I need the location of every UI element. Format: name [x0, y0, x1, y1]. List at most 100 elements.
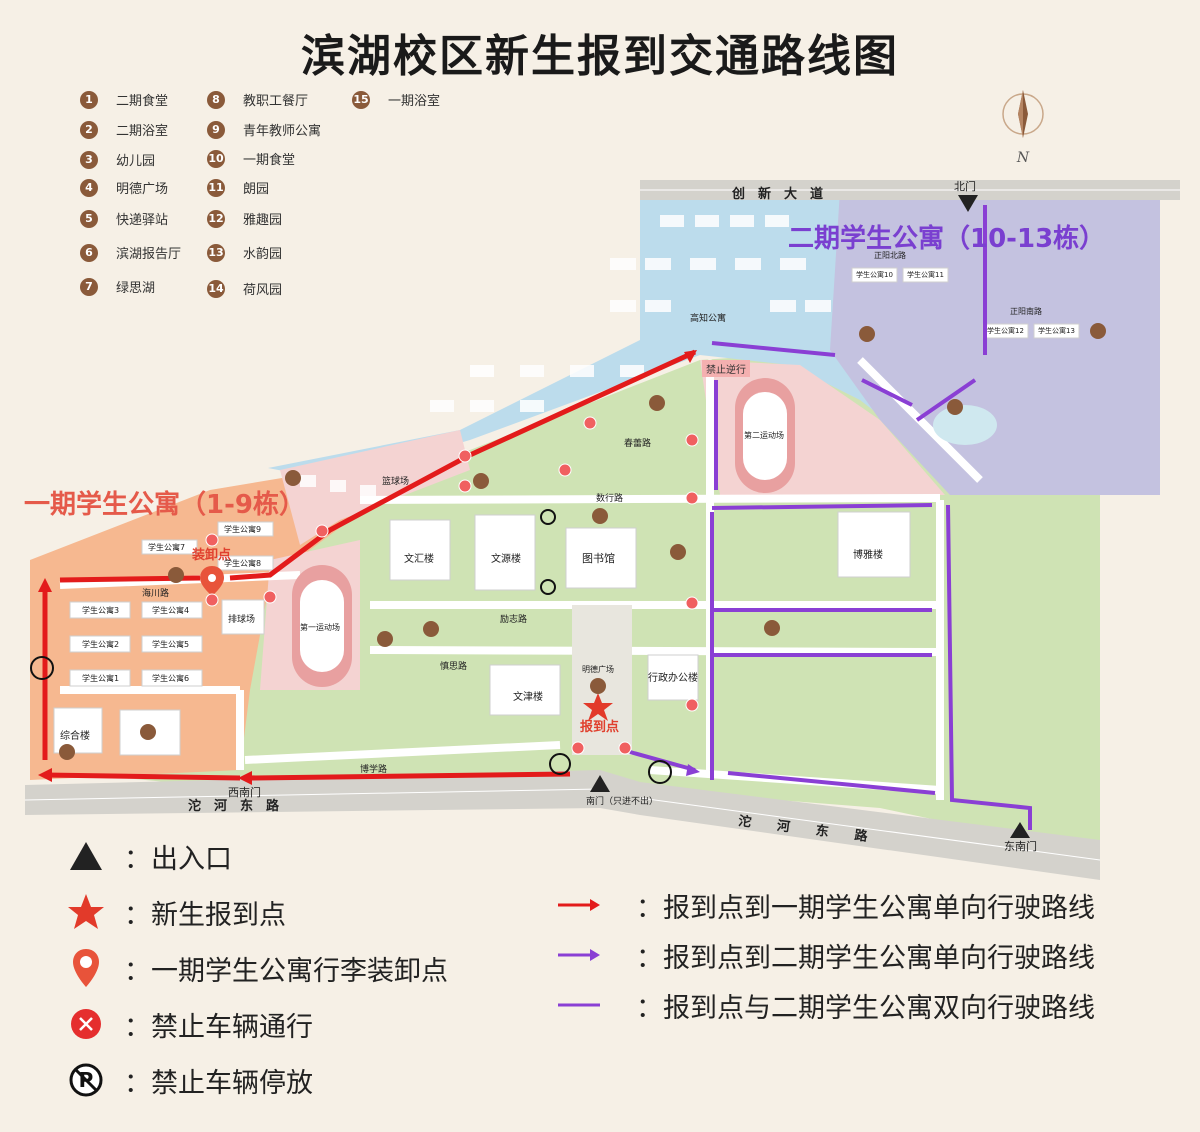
poi-number: 10: [207, 149, 225, 168]
field2-label: 第二运动场: [744, 431, 784, 440]
entrance-southeast-icon: [1010, 822, 1030, 838]
wenhui-label: 文汇楼: [404, 554, 434, 565]
gate-southeast-label: 东南门: [1004, 840, 1037, 853]
dorm10: [851, 267, 898, 283]
poi-number: 13: [207, 243, 225, 262]
dorm-label-11: 学生公寓11: [907, 271, 944, 279]
lake-14: [933, 405, 997, 445]
legend-row-report: ：新生报到点: [62, 884, 532, 940]
dorm1: [69, 669, 131, 687]
poi-item: 7 绿思湖: [80, 277, 155, 296]
poi-label: 雅趣园: [243, 213, 283, 228]
road-boxue-label: 博学路: [360, 765, 388, 775]
admin-label: 行政办公楼: [648, 673, 698, 684]
paiqiu-label: 排球场: [228, 615, 256, 625]
poi-label: 明德广场: [116, 182, 169, 197]
red-arrowheads: [38, 350, 697, 785]
legend-row-purple-route: ：报到点到二期学生公寓单向行驶路线: [556, 930, 1176, 980]
dorm13: [1033, 323, 1080, 339]
unload-label: 装卸点: [192, 548, 232, 563]
poi-label: 教职工餐厅: [243, 94, 309, 109]
poi-number: 12: [207, 209, 225, 228]
poi-item: 14 荷风园: [207, 279, 282, 298]
poi-label: 绿思湖: [116, 281, 156, 296]
boya-building: [837, 511, 911, 578]
legend-label: ：禁止车辆停放: [124, 1067, 313, 1099]
legend-row-red-route: ：报到点到一期学生公寓单向行驶路线: [556, 880, 1176, 930]
legend-label: ：出入口: [124, 843, 232, 875]
poi-item: 12 雅趣园: [207, 209, 282, 228]
road-innovation-label: 创 新 大 道: [732, 187, 824, 202]
legend-label: ：报到点与二期学生公寓双向行驶路线: [636, 992, 1095, 1024]
poi-item: 1 二期食堂: [80, 90, 168, 109]
dorm-label-13: 学生公寓13: [1038, 327, 1075, 335]
field1-label: 第一运动场: [300, 623, 340, 632]
dorm1-zone-label: 一期学生公寓（1-9栋）: [24, 490, 305, 520]
purple-route-lines: [629, 205, 1032, 830]
road-tuohe-east-w: [25, 770, 1100, 880]
admin-building: [647, 654, 699, 701]
poi-label: 二期浴室: [116, 124, 169, 139]
entrance-triangle-icon: [62, 836, 110, 876]
orange-zone-phase1: [30, 470, 350, 780]
wenyuan-building: [474, 514, 536, 591]
road-shuxing-label: 数行路: [596, 494, 624, 504]
legend-row-no-entry: ：禁止车辆通行: [62, 996, 532, 1052]
poi-item: 13 水韵园: [207, 243, 282, 262]
purple-zone-phase2: [830, 190, 1160, 495]
gate-southwest-label: 西南门: [228, 786, 261, 799]
poi-number: 7: [80, 277, 98, 296]
field2-grass: [743, 392, 787, 480]
road-lizhi-label: 励志路: [500, 615, 528, 625]
legend-row-no-parking: P ：禁止车辆停放: [62, 1052, 532, 1108]
poi-number: 14: [207, 279, 225, 298]
legend-row-purple-line: ：报到点与二期学生公寓双向行驶路线: [556, 980, 1176, 1030]
road-chunlei-label: 春蕾路: [624, 439, 652, 449]
legend-label: ：报到点到二期学生公寓单向行驶路线: [636, 942, 1095, 974]
poi-label: 荷风园: [243, 283, 283, 298]
legend-label: ：禁止车辆通行: [124, 1011, 313, 1043]
poi-label: 一期浴室: [388, 94, 441, 109]
boya-label: 博雅楼: [853, 550, 883, 561]
legend-row-entrance: ：出入口: [62, 828, 532, 884]
purple-line-icon: [558, 1003, 600, 1007]
dorm11: [902, 267, 949, 283]
star-icon: [62, 892, 110, 932]
no-entry-icon: [62, 1004, 110, 1044]
poi-number: 4: [80, 178, 98, 197]
red-route-lines: [42, 349, 697, 781]
road-haichuan-label: 海川路: [142, 589, 170, 599]
poi-label: 水韵园: [243, 247, 283, 262]
wenhui-building: [389, 519, 451, 581]
road-zhengyang-label: 正阳北路: [874, 251, 906, 260]
poi-item: 4 明德广场: [80, 178, 168, 197]
field1-grass: [300, 580, 344, 672]
wenjin-label: 文津楼: [513, 692, 543, 703]
dorm7: [141, 539, 198, 555]
dorm-label-4: 学生公寓4: [152, 606, 190, 615]
dorm-label-7: 学生公寓7: [148, 543, 186, 552]
dorm5: [141, 635, 203, 653]
road-shensi-label: 慎思路: [440, 662, 468, 672]
map-poi-markers: [59, 323, 1106, 760]
poi-number: 3: [80, 150, 98, 169]
road-zhengyang-south-label: 正阳南路: [1010, 307, 1042, 316]
legend-row-unload: ：一期学生公寓行李装卸点: [62, 940, 532, 996]
dorm6: [141, 669, 203, 687]
dorm8: [217, 555, 274, 571]
wenyuan-label: 文源楼: [491, 554, 521, 565]
dorm4: [141, 601, 203, 619]
dorm-label-9: 学生公寓9: [224, 525, 262, 534]
dorm-label-10: 学生公寓10: [856, 271, 893, 279]
mingde-square-label: 明德广场: [582, 665, 614, 674]
poi-number: 1: [80, 90, 98, 109]
poi-label: 二期食堂: [116, 94, 169, 109]
report-star-icon: [583, 693, 613, 721]
dorm-label-1: 学生公寓1: [82, 674, 120, 683]
